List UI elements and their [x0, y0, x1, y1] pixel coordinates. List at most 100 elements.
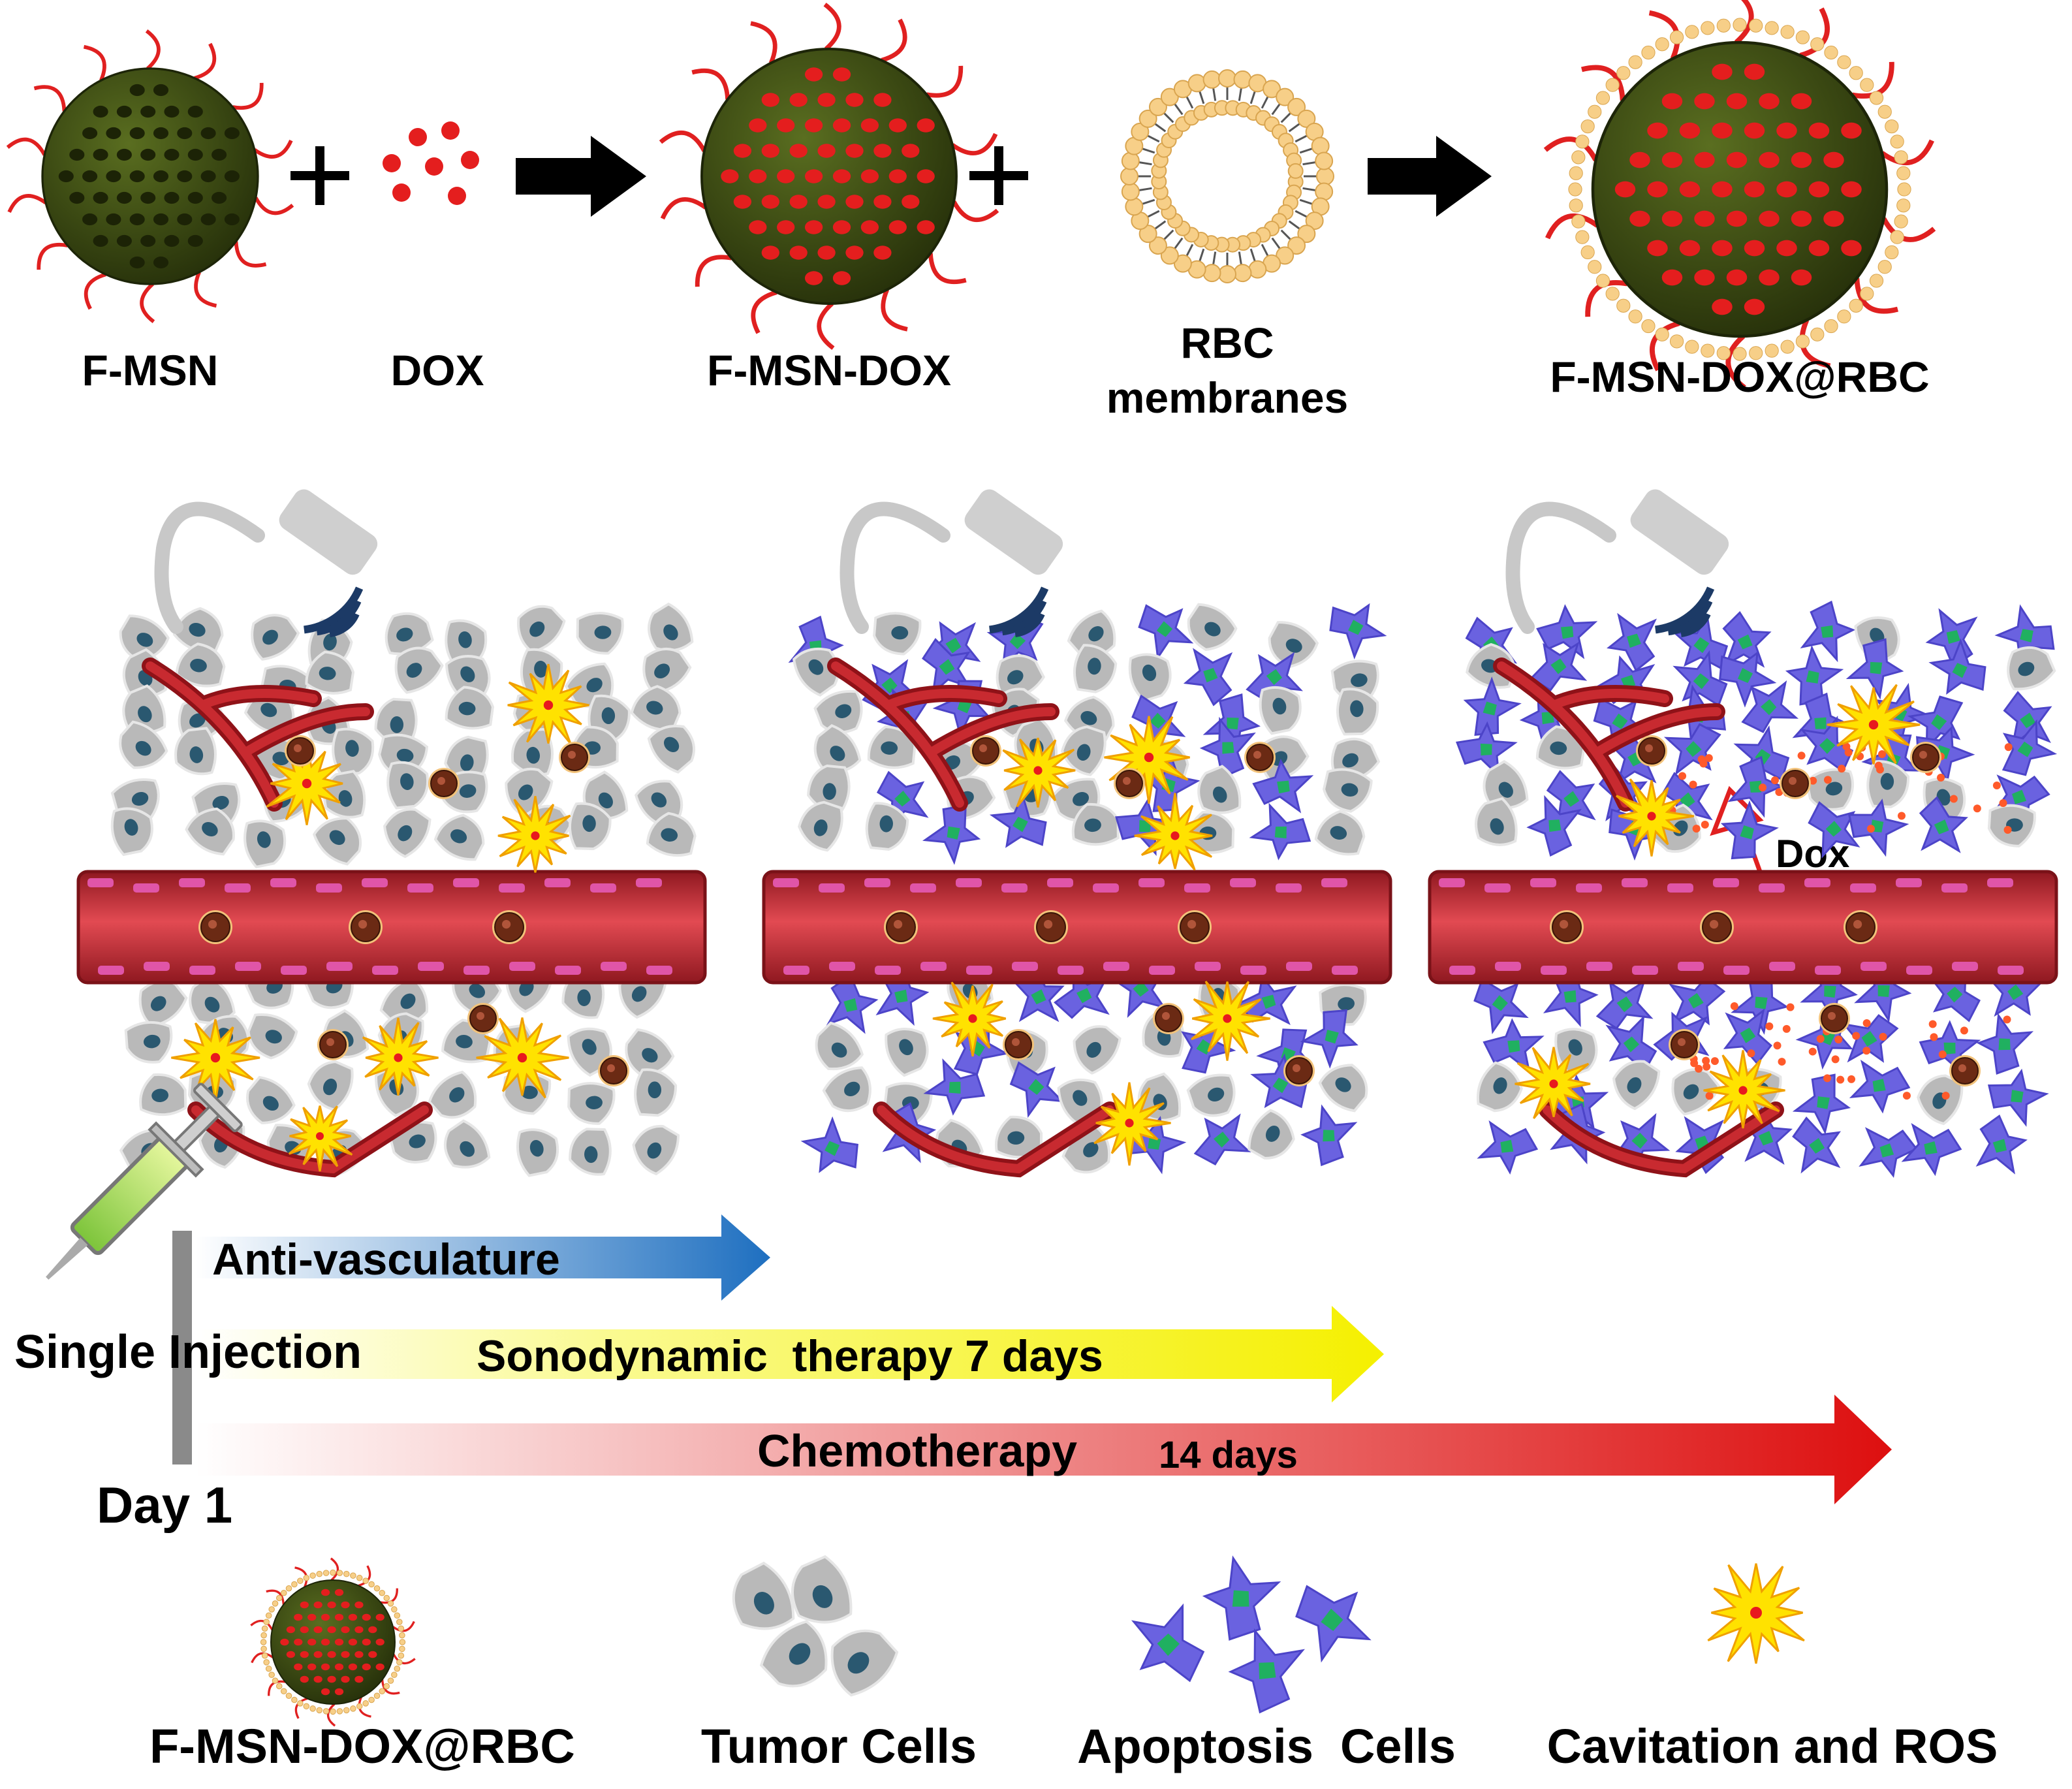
nucleus	[1824, 985, 1836, 998]
pore	[300, 1675, 309, 1683]
lipid-head	[291, 1581, 298, 1588]
tumor-cell	[251, 614, 300, 661]
nucleus	[1493, 1077, 1507, 1094]
nucleus	[654, 663, 670, 679]
pore	[354, 1675, 364, 1683]
vessel-tube	[762, 870, 1392, 985]
lipid-head	[336, 1570, 343, 1576]
lipid-head	[1641, 319, 1656, 334]
released-dox	[1782, 1024, 1791, 1033]
nucleus	[396, 748, 414, 763]
nucleus	[1820, 1030, 1835, 1045]
lipid-head	[1765, 343, 1779, 358]
pore	[860, 220, 879, 234]
apoptosis-cell	[1530, 641, 1588, 692]
tumor-cell	[791, 1555, 853, 1624]
pore	[789, 195, 808, 209]
pore	[832, 67, 851, 82]
nucleus	[1266, 669, 1283, 686]
cavitation-burst	[1002, 737, 1076, 808]
lipid-head	[1780, 25, 1795, 39]
lipid-head	[1894, 214, 1908, 229]
cavitation-burst	[1104, 716, 1190, 804]
burst-core	[1223, 1014, 1232, 1023]
released-dox	[1778, 1058, 1786, 1066]
lipid-head	[285, 1692, 292, 1700]
nucleus	[189, 623, 206, 637]
released-dox	[1879, 1032, 1887, 1041]
lipid-head	[343, 1570, 350, 1577]
nucleus	[1203, 667, 1218, 683]
lipid-tail	[1146, 210, 1160, 218]
nucleus	[647, 1142, 662, 1159]
pore	[1679, 240, 1701, 257]
nucleus	[586, 1096, 603, 1109]
particle-highlight	[326, 1038, 334, 1046]
pore	[164, 105, 180, 118]
lipid-head	[1795, 334, 1810, 349]
cavitation-burst	[171, 1019, 260, 1102]
pore	[1726, 210, 1748, 227]
lipid-head	[263, 1659, 270, 1666]
ligand-chain	[1650, 321, 1680, 372]
pore	[187, 148, 203, 161]
legend-icon-particle	[250, 1557, 416, 1727]
nucleus	[947, 826, 960, 840]
tumor-cell	[307, 1060, 354, 1111]
ligand-chain	[1725, 334, 1746, 390]
probe-cable	[840, 501, 950, 634]
released-dox	[1897, 812, 1906, 820]
nucleus	[1088, 626, 1104, 642]
apoptosis-cell	[1249, 802, 1311, 861]
released-dox	[1702, 1056, 1710, 1065]
nanoparticle	[1636, 735, 1667, 767]
blood-vessel-branch-inner	[1543, 1105, 1780, 1174]
nucleus	[1943, 1042, 1956, 1054]
nucleus	[345, 740, 359, 757]
lipid-tail	[1141, 147, 1155, 154]
pore	[307, 1638, 317, 1646]
legend-label-apoptosis-cells: Apoptosis Cells	[1077, 1719, 1456, 1773]
tumor-panel-chemo: Dox	[1428, 489, 2058, 1179]
particle-highlight	[1293, 1064, 1300, 1072]
lipid-head	[1860, 78, 1874, 92]
pore	[327, 1651, 336, 1658]
pore	[733, 195, 752, 209]
synthesis-row: F-MSN DOX F-MSN-DOX RBC membranes F-MSN-…	[6, 0, 1936, 422]
synthesis-arrow-2	[1368, 136, 1492, 217]
nucleus	[323, 1079, 337, 1096]
burst-core	[394, 1053, 403, 1062]
pore	[1759, 269, 1780, 286]
pore	[327, 1675, 336, 1683]
released-dox	[1878, 750, 1887, 759]
lipid-head	[1877, 260, 1892, 274]
lipid-head	[1588, 260, 1602, 274]
pore	[313, 1675, 322, 1683]
nucleus	[594, 625, 612, 639]
nucleus	[1208, 1087, 1225, 1101]
lipid-head	[275, 1594, 283, 1602]
ligand-chain	[140, 282, 155, 323]
tumor-cell	[124, 1021, 173, 1064]
anti-vasculature-label: Anti-vasculature	[212, 1235, 560, 1284]
particle-highlight	[502, 920, 511, 929]
lipid-head	[1148, 236, 1167, 255]
tumor-cell	[569, 1128, 612, 1176]
released-dox	[1866, 825, 1875, 833]
nucleus	[823, 783, 836, 800]
lipid-head	[330, 1569, 336, 1576]
released-dox	[1699, 759, 1708, 768]
nucleus	[899, 1039, 913, 1056]
sdt-label: Sonodynamic therapy 7 days	[477, 1331, 1103, 1381]
endothelial-cell	[463, 966, 490, 975]
nucleus	[1627, 633, 1641, 648]
lipid-head	[1849, 66, 1863, 80]
endothelial-cell	[875, 966, 901, 975]
nucleus	[1490, 818, 1504, 835]
lipid-head	[1733, 347, 1747, 361]
pore	[888, 118, 907, 133]
pore	[804, 271, 823, 285]
tumor-cell	[247, 1013, 298, 1060]
lipid-tail	[1249, 90, 1257, 104]
ligand-chain	[817, 302, 835, 350]
